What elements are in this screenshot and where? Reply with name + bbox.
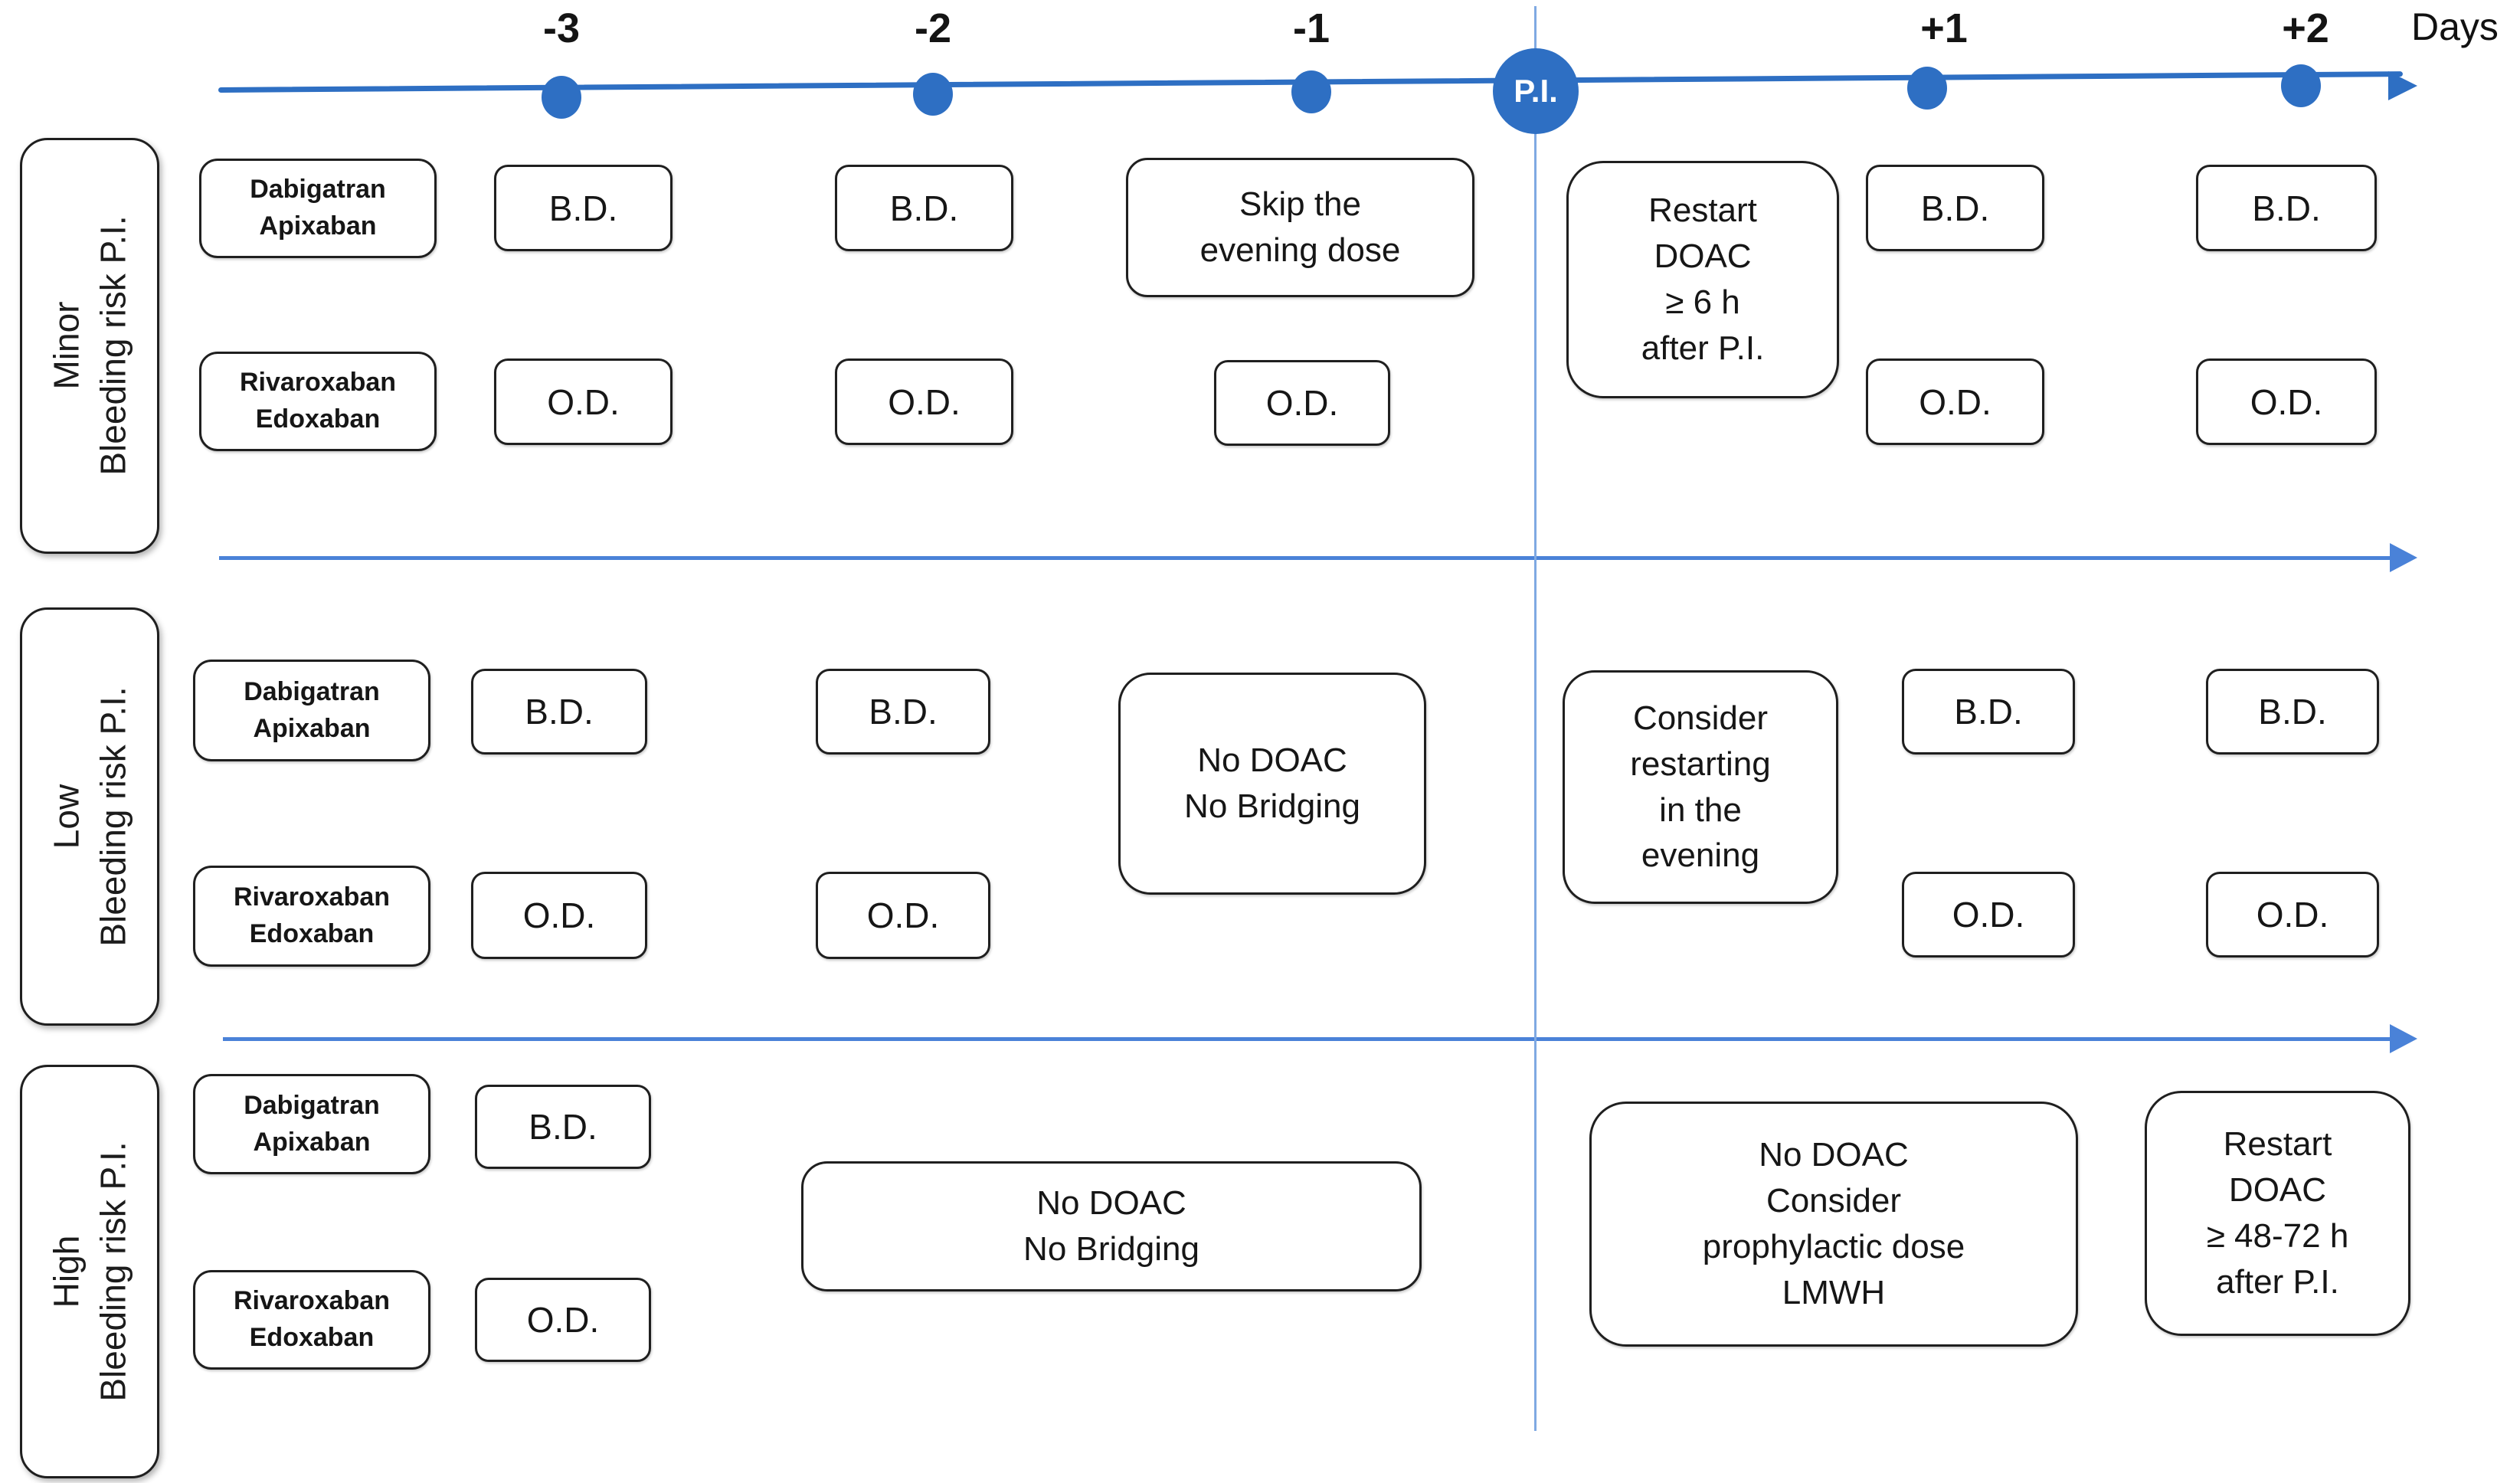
bd-box-minor-day-plus1: B.D. (1866, 165, 2044, 251)
drug-box-dabigatran-apixaban-minor: Dabigatran Apixaban (199, 159, 437, 258)
bd-box-high-day-minus3: B.D. (475, 1085, 651, 1169)
note-box-no-doac-no-bridging-low: No DOAC No Bridging (1118, 673, 1426, 895)
day-tick-label-minus3: -3 (542, 5, 580, 51)
bd-box-low-day-plus2: B.D. (2206, 669, 2379, 755)
od-box-low-day-plus1: O.D. (1902, 872, 2075, 958)
od-box-minor-day-plus1: O.D. (1866, 358, 2044, 445)
risk-band-low-label: Low Bleeding risk P.I. (46, 686, 133, 947)
od-box-minor-day-minus2: O.D. (835, 358, 1013, 445)
drug-box-rivaroxaban-edoxaban-high: Rivaroxaban Edoxaban (193, 1270, 430, 1370)
od-box-high-day-minus3: O.D. (475, 1278, 651, 1362)
divider-minor-low-line (219, 556, 2390, 560)
risk-band-minor (20, 138, 159, 554)
od-box-minor-day-minus3: O.D. (494, 358, 673, 445)
bd-box-minor-day-minus3: B.D. (494, 165, 673, 251)
od-box-low-day-minus3: O.D. (471, 872, 647, 959)
od-box-minor-day-minus1: O.D. (1214, 360, 1390, 446)
note-box-consider-restarting-evening: Consider restarting in the evening (1563, 670, 1838, 904)
bd-box-low-day-minus2: B.D. (816, 669, 990, 755)
risk-band-high (20, 1065, 159, 1478)
note-box-skip-evening-dose: Skip the evening dose (1126, 158, 1474, 297)
risk-band-low (20, 607, 159, 1026)
day-tick-label-plus2: +2 (2282, 5, 2329, 51)
od-box-low-day-minus2: O.D. (816, 872, 990, 959)
drug-box-dabigatran-apixaban-low: Dabigatran Apixaban (193, 660, 430, 761)
bd-box-low-day-minus3: B.D. (471, 669, 647, 755)
od-box-minor-day-plus2: O.D. (2196, 358, 2377, 445)
timeline-arrowhead-icon (2388, 71, 2417, 100)
note-box-restart-doac-48-72h: Restart DOAC ≥ 48-72 h after P.I. (2145, 1091, 2410, 1336)
note-box-no-doac-no-bridging-high: No DOAC No Bridging (801, 1161, 1422, 1291)
bd-box-low-day-plus1: B.D. (1902, 669, 2075, 755)
day-dot-minus2 (913, 73, 953, 116)
bd-box-minor-day-minus2: B.D. (835, 165, 1013, 251)
pi-marker: P.I. (1493, 48, 1579, 134)
risk-band-minor-label: Minor Bleeding risk P.I. (46, 215, 133, 476)
day-dot-minus1 (1291, 70, 1331, 113)
pi-vertical-reference-line (1534, 6, 1537, 1431)
day-tick-label-plus1: +1 (1920, 5, 1968, 51)
divider-low-high-line (223, 1037, 2390, 1041)
risk-band-high-label: High Bleeding risk P.I. (46, 1141, 133, 1402)
day-dot-plus2 (2281, 64, 2321, 107)
divider-minor-low-arrowhead-icon (2390, 543, 2417, 572)
day-tick-label-minus2: -2 (914, 5, 951, 51)
od-box-low-day-plus2: O.D. (2206, 872, 2379, 958)
drug-box-dabigatran-apixaban-high: Dabigatran Apixaban (193, 1074, 430, 1174)
note-box-no-doac-prophylactic-lmwh: No DOAC Consider prophylactic dose LMWH (1589, 1102, 2078, 1347)
day-dot-plus1 (1907, 67, 1947, 110)
day-dot-minus3 (542, 76, 581, 119)
drug-box-rivaroxaban-edoxaban-low: Rivaroxaban Edoxaban (193, 866, 430, 967)
day-tick-label-minus1: -1 (1292, 5, 1330, 51)
drug-box-rivaroxaban-edoxaban-minor: Rivaroxaban Edoxaban (199, 352, 437, 451)
bd-box-minor-day-plus2: B.D. (2196, 165, 2377, 251)
divider-low-high-arrowhead-icon (2390, 1024, 2417, 1053)
note-box-restart-doac-6h: Restart DOAC ≥ 6 h after P.I. (1566, 161, 1839, 398)
days-axis-label: Days (2411, 5, 2499, 48)
